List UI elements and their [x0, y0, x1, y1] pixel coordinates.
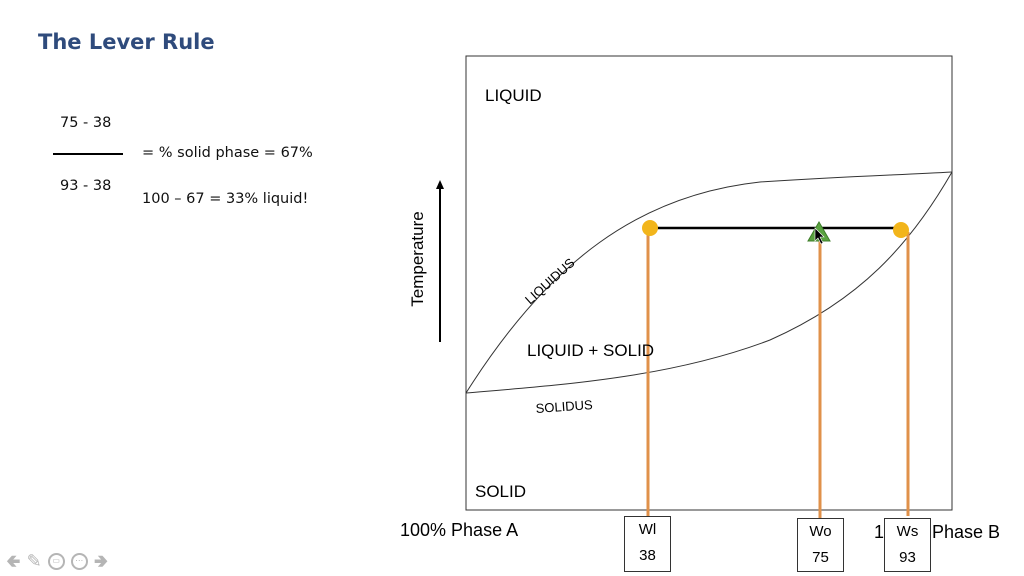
region-solid-label: SOLID: [475, 482, 526, 501]
pen-icon[interactable]: ✎: [26, 551, 42, 571]
liquid-end-point: [642, 220, 658, 236]
marker-label-wo: Wo: [809, 523, 832, 540]
marker-value-wl: 38: [639, 547, 656, 564]
arrow-left-icon[interactable]: 🢀: [6, 551, 21, 571]
fraction-denominator: 93 - 38: [60, 178, 112, 194]
marker-value-wo: 75: [812, 549, 829, 566]
solidus-label: SOLIDUS: [535, 397, 593, 416]
marker-box-wl: Wl 38: [624, 516, 671, 572]
phase-a-label: 100% Phase A: [400, 520, 519, 540]
liquidus-curve: [465, 171, 953, 394]
temperature-arrow-shaft: [439, 188, 441, 342]
fraction-bar: [53, 153, 123, 155]
subtitles-icon[interactable]: ▭: [47, 552, 65, 570]
solid-end-point: [893, 222, 909, 238]
marker-value-ws: 93: [899, 549, 916, 566]
more-icon[interactable]: ⋯: [70, 552, 88, 570]
liquid-percent-equation: 100 – 67 = 33% liquid!: [142, 191, 309, 207]
temperature-arrow-icon: [436, 180, 444, 189]
overall-composition-marker: [807, 221, 831, 242]
marker-box-wo: Wo 75: [797, 518, 844, 572]
slide-title: The Lever Rule: [38, 30, 215, 54]
marker-label-ws: Ws: [896, 523, 919, 540]
phase-b-label: Phase B: [932, 522, 1001, 542]
slideshow-toolbar: 🢀 ✎ ▭ ⋯ 🢂: [6, 551, 108, 571]
marker-box-ws: Ws 93: [884, 518, 931, 572]
phase-b-prefix: 1: [874, 522, 885, 542]
region-liquid-label: LIQUID: [485, 86, 542, 105]
arrow-right-icon[interactable]: 🢂: [93, 551, 109, 571]
diagram-frame: [465, 55, 953, 511]
marker-label-wl: Wl: [638, 521, 657, 538]
solid-percent-equation: = % solid phase = 67%: [142, 145, 313, 161]
fraction-numerator: 75 - 38: [60, 115, 112, 131]
mouse-cursor-icon: [814, 227, 825, 245]
region-liquid-solid-label: LIQUID + SOLID: [527, 341, 654, 360]
liquidus-label: LIQUIDUS: [522, 255, 578, 307]
